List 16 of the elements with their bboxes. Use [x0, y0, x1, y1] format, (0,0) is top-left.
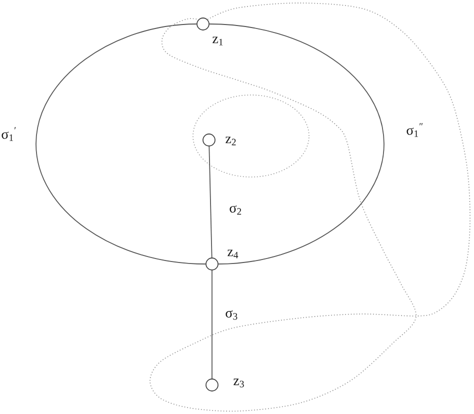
point-circle [206, 258, 218, 270]
point-label: z$_{3}$ [234, 378, 244, 388]
curve-label: σ$_{2}$ [228, 204, 244, 216]
curve [36, 24, 206, 264]
point-circle [196, 18, 210, 30]
line-segment [208, 146, 212, 258]
curve-label: σ$_{3}$ [224, 309, 240, 321]
curve-label: σ$_{1}$′ [0, 126, 18, 142]
point-circle [202, 134, 216, 146]
curve [209, 24, 384, 264]
dotted-curve [150, 2, 470, 412]
point-label: z$_{1}$ [212, 36, 223, 46]
point-circle [206, 378, 218, 392]
point-label: z$_{2}$ [226, 136, 236, 146]
point-label: z$_{4}$ [228, 250, 238, 258]
curve-label: σ$_{1}$″ [405, 122, 425, 138]
